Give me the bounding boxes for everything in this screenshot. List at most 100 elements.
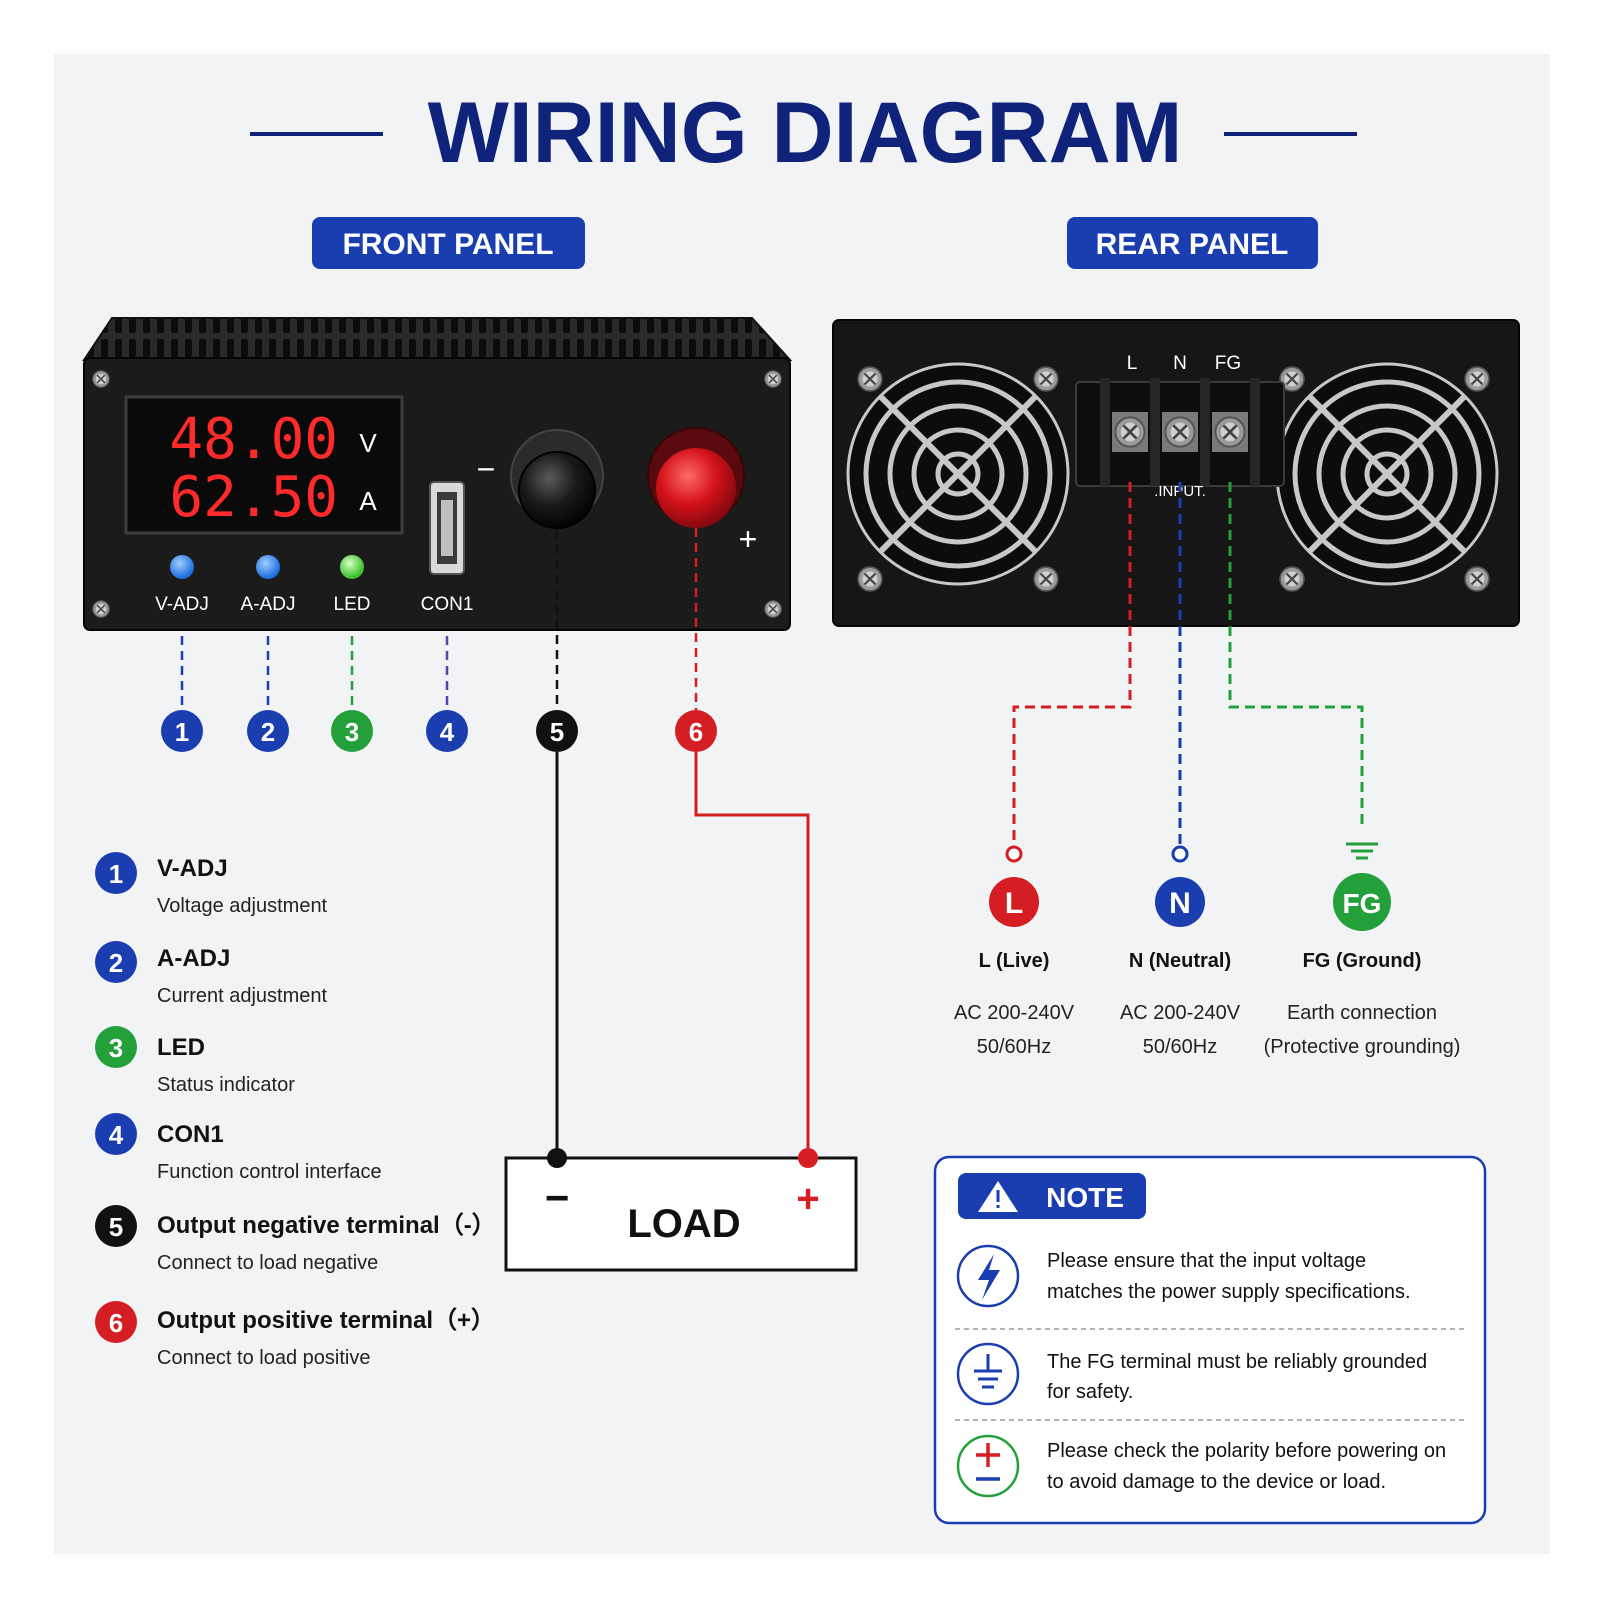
input-line2: 50/60Hz (1143, 1036, 1218, 1058)
svg-text:3: 3 (109, 1033, 123, 1063)
note-text-line2: to avoid damage to the device or load. (1047, 1471, 1386, 1493)
load-negative-node (547, 1148, 567, 1168)
page-title: WIRING DIAGRAM (428, 85, 1183, 181)
earth-symbol-icon (1346, 842, 1378, 860)
note-header-label: NOTE (1046, 1182, 1124, 1213)
note-box: NOTE Please ensure that the input voltag… (933, 1155, 1487, 1525)
screw-icon (764, 370, 782, 388)
screw-icon (1033, 566, 1059, 592)
note-item: Please check the polarity before powerin… (956, 1434, 1446, 1498)
voltage-readout: 48.00 (169, 407, 338, 472)
load-positive-node (798, 1148, 818, 1168)
svg-text:5: 5 (550, 717, 564, 747)
svg-text:3: 3 (345, 717, 359, 747)
front-callout-leaders (180, 528, 698, 710)
input-ground: FG FG (Ground) Earth connection (Protect… (1264, 873, 1461, 1058)
led-label: LED (334, 594, 371, 615)
legend-title: A-ADJ (157, 945, 230, 972)
front-panel-badge: FRONT PANEL (312, 217, 585, 269)
note-item: Please ensure that the input voltage mat… (956, 1244, 1411, 1308)
callout-5: 5 (536, 710, 578, 752)
legend-desc: Voltage adjustment (157, 895, 328, 917)
svg-text:1: 1 (109, 859, 123, 889)
digital-display: 48.00 V 62.50 A (124, 395, 404, 535)
callout-1: 1 (161, 710, 203, 752)
legend-desc: Connect to load positive (157, 1347, 370, 1369)
rear-panel-badge: REAR PANEL (1067, 217, 1318, 269)
legend-title: Output positive terminal（+） (157, 1307, 495, 1334)
positive-output-terminal[interactable] (647, 427, 745, 528)
left-fan-grille (846, 362, 1070, 586)
legend-item: 6 Output positive terminal（+） Connect to… (95, 1301, 495, 1369)
live-node (1005, 845, 1023, 863)
callout-3: 3 (331, 710, 373, 752)
input-badge: N (1169, 887, 1191, 920)
current-readout: 62.50 (169, 465, 338, 530)
terminal-screw-fg[interactable] (1214, 416, 1246, 448)
legend-item: 3 LED Status indicator (95, 1026, 295, 1096)
legend-item: 4 CON1 Function control interface (95, 1113, 382, 1183)
svg-text:4: 4 (109, 1120, 124, 1150)
terminal-screw-l[interactable] (1114, 416, 1146, 448)
front-panel-device: 48.00 V 62.50 A V-ADJ A-ADJ LED CON1 − + (82, 317, 793, 631)
con1-port[interactable] (429, 481, 465, 575)
status-led (340, 555, 364, 579)
rear-panel-device: L N FG .INPUT. (832, 319, 1520, 627)
ground-icon (956, 1342, 1020, 1406)
right-fan-grille (1275, 362, 1499, 586)
svg-text:6: 6 (109, 1308, 123, 1338)
load-box: − + LOAD (504, 1148, 858, 1272)
callout-6: 6 (675, 710, 717, 752)
neutral-node (1171, 845, 1189, 863)
input-terminal-block (1075, 378, 1285, 487)
legend-desc: Function control interface (157, 1161, 382, 1183)
legend-desc: Status indicator (157, 1074, 295, 1096)
legend-item: 2 A-ADJ Current adjustment (95, 941, 328, 1007)
input-line2: (Protective grounding) (1264, 1036, 1461, 1058)
con1-label: CON1 (421, 594, 474, 615)
terminal-label-n: N (1173, 353, 1187, 374)
note-text-line1: Please check the polarity before powerin… (1047, 1440, 1446, 1462)
v-adj-label: V-ADJ (155, 594, 209, 615)
positive-load-wire (694, 752, 810, 1158)
rear-input-leaders (1012, 482, 1364, 846)
terminal-screw-n[interactable] (1164, 416, 1196, 448)
input-line1: AC 200-240V (954, 1002, 1075, 1024)
rear-panel-label: REAR PANEL (1096, 228, 1289, 261)
load-plus: + (796, 1177, 819, 1221)
input-badge: FG (1343, 888, 1382, 919)
load-minus: − (545, 1174, 570, 1221)
svg-text:1: 1 (175, 717, 189, 747)
screw-icon (1033, 366, 1059, 392)
input-title: L (Live) (979, 950, 1050, 972)
lightning-icon (956, 1244, 1020, 1308)
front-panel-label: FRONT PANEL (342, 228, 553, 261)
note-item: The FG terminal must be reliably grounde… (956, 1342, 1427, 1406)
svg-text:4: 4 (440, 717, 455, 747)
top-vent-grille (82, 317, 793, 361)
a-adj-potentiometer[interactable] (256, 555, 280, 579)
a-adj-label: A-ADJ (241, 594, 296, 615)
screw-icon (92, 600, 110, 618)
legend-title: LED (157, 1034, 205, 1061)
terminal-label-l: L (1127, 353, 1138, 374)
svg-text:2: 2 (109, 948, 123, 978)
current-unit: A (359, 486, 377, 516)
legend-desc: Connect to load negative (157, 1252, 378, 1274)
v-adj-potentiometer[interactable] (170, 555, 194, 579)
voltage-unit: V (359, 428, 377, 458)
screw-icon (92, 370, 110, 388)
input-title: N (Neutral) (1129, 950, 1231, 972)
negative-output-terminal[interactable] (510, 429, 604, 529)
screw-icon (764, 600, 782, 618)
screw-icon (1279, 566, 1305, 592)
legend-item: 5 Output negative terminal（-） Connect to… (95, 1205, 496, 1274)
input-line1: AC 200-240V (1120, 1002, 1241, 1024)
screw-icon (857, 566, 883, 592)
note-text-line1: Please ensure that the input voltage (1047, 1250, 1366, 1272)
note-text-line2: for safety. (1047, 1381, 1133, 1403)
svg-text:6: 6 (689, 717, 703, 747)
svg-text:2: 2 (261, 717, 275, 747)
input-neutral: N N (Neutral) AC 200-240V 50/60Hz (1120, 877, 1241, 1058)
